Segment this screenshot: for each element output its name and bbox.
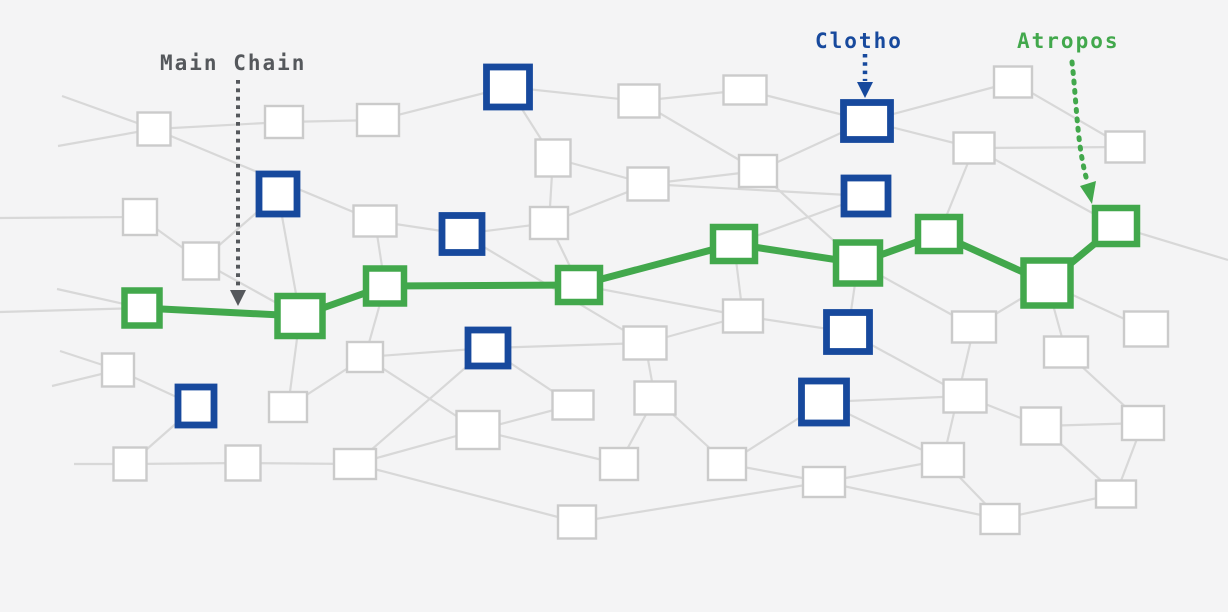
event-node <box>706 446 748 482</box>
event-node <box>528 205 570 241</box>
graph-edge <box>578 283 744 318</box>
main-chain-node <box>121 287 163 329</box>
graph-edge <box>477 428 620 466</box>
event-node <box>100 352 136 388</box>
event-node <box>345 340 385 374</box>
event-node <box>622 325 668 361</box>
clotho-node <box>255 170 301 218</box>
event-node <box>737 153 779 189</box>
event-node <box>722 74 768 106</box>
event-node <box>617 83 661 119</box>
event-node <box>136 111 172 147</box>
event-node <box>1120 404 1166 442</box>
event-node <box>332 447 378 481</box>
clotho-node <box>840 99 894 143</box>
graph-edge <box>129 461 244 466</box>
event-node <box>992 65 1034 99</box>
graph-edge <box>0 215 141 220</box>
clotho-node <box>483 63 533 111</box>
event-node <box>181 241 221 281</box>
atropos-arrow-head <box>1080 181 1096 204</box>
event-node <box>952 131 996 165</box>
graph-edge <box>487 341 646 350</box>
clotho-node <box>438 212 486 256</box>
main-chain-node <box>914 213 964 255</box>
main-chain-node <box>554 264 604 306</box>
event-node <box>112 446 148 482</box>
graph-edge <box>354 462 578 524</box>
event-node <box>352 204 398 238</box>
event-node <box>1094 479 1138 509</box>
event-node <box>626 166 670 202</box>
clotho-node <box>823 309 873 355</box>
graph-edge <box>973 145 1126 150</box>
main_chain-arrow-head <box>230 290 246 306</box>
event-node <box>1104 130 1146 164</box>
event-node <box>1042 335 1090 369</box>
main-chain-node <box>709 223 759 265</box>
event-node <box>801 465 847 499</box>
event-node <box>267 390 309 424</box>
event-node <box>633 380 677 416</box>
clotho-node <box>798 377 850 427</box>
event-node <box>721 298 765 334</box>
graph-edge <box>647 182 867 198</box>
main-chain-node <box>362 265 408 307</box>
event-node <box>979 502 1021 536</box>
event-node <box>263 104 305 140</box>
event-node <box>920 441 966 479</box>
clotho-label: Clotho <box>815 29 903 53</box>
clotho-node <box>464 326 512 370</box>
event-node <box>121 197 159 237</box>
main-chain-label: Main Chain <box>160 51 307 75</box>
main-chain-node <box>274 292 326 340</box>
clotho-node <box>174 383 218 429</box>
event-node <box>598 446 640 482</box>
main-chain-node <box>1020 257 1074 309</box>
event-node <box>1122 310 1170 348</box>
event-node <box>942 378 988 414</box>
atropos-node <box>1091 204 1141 248</box>
clotho-arrow-head <box>857 82 873 98</box>
graph-edge <box>153 120 285 131</box>
clotho-node <box>840 174 892 218</box>
graph-edge <box>823 480 1001 521</box>
event-node <box>1019 406 1063 446</box>
event-node <box>534 138 572 178</box>
event-node <box>556 504 598 540</box>
event-node <box>950 310 998 344</box>
main-chain-node <box>832 239 884 287</box>
event-node <box>224 444 262 482</box>
graph-edge <box>0 306 143 314</box>
event-node <box>551 389 595 421</box>
graph-edge <box>576 480 825 524</box>
atropos-label: Atropos <box>1017 29 1120 53</box>
event-node <box>455 409 501 451</box>
atropos-arrow <box>1069 59 1091 187</box>
event-node <box>355 102 401 138</box>
